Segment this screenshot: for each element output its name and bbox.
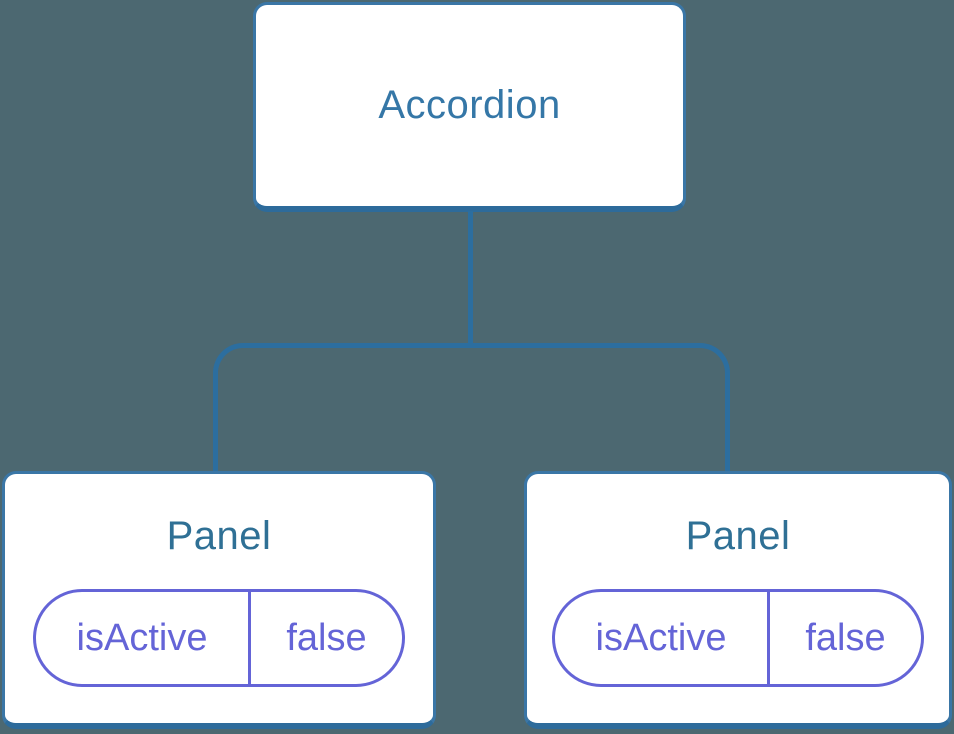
panel-title: Panel bbox=[166, 514, 272, 558]
state-pill: isActive false bbox=[552, 589, 924, 687]
connector-stem bbox=[468, 211, 473, 344]
accordion-node: Accordion bbox=[253, 2, 686, 212]
state-value: false bbox=[286, 616, 367, 659]
panel-title: Panel bbox=[685, 514, 791, 558]
state-key: isActive bbox=[555, 592, 770, 684]
accordion-node-label: Accordion bbox=[378, 83, 561, 127]
state-key: isActive bbox=[36, 592, 251, 684]
panel-node-right: Panel isActive false bbox=[524, 471, 952, 729]
panel-node-left: Panel isActive false bbox=[2, 471, 436, 729]
state-value: false bbox=[805, 616, 886, 659]
state-pill: isActive false bbox=[33, 589, 405, 687]
connector-bracket bbox=[213, 343, 730, 471]
